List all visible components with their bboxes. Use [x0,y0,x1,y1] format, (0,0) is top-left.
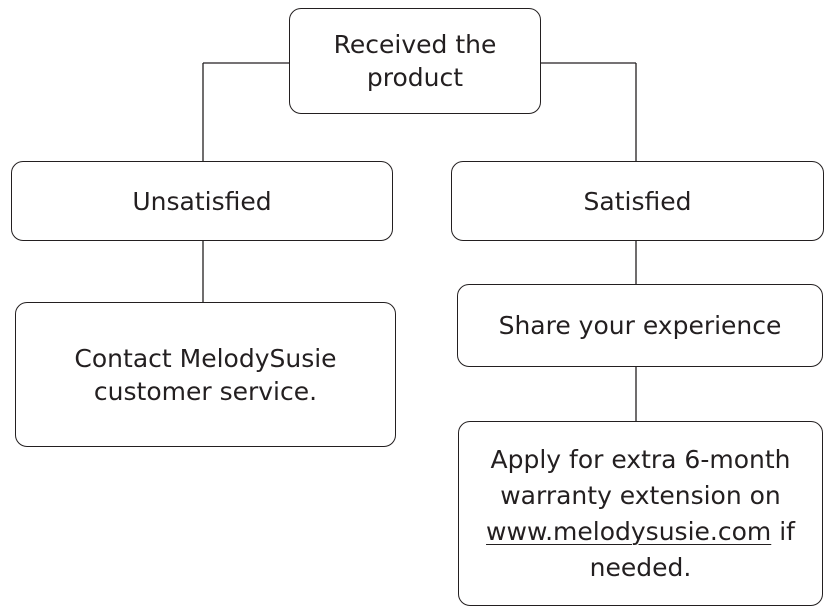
node-apply-warranty: Apply for extra 6-month warranty extensi… [458,421,823,606]
node-received-product: Received the product [289,8,541,114]
node-share-label: Share your experience [498,311,782,340]
node-share-experience: Share your experience [457,284,823,367]
node-contact-service: Contact MelodySusie customer service. [15,302,396,447]
node-contact-line1: Contact MelodySusie [74,343,337,373]
node-satisfied-label: Satisfied [583,186,692,216]
node-apply-line1: Apply for extra 6-month [490,444,791,474]
node-root-line1: Received the [333,30,497,59]
node-apply-line2: warranty extension on [500,480,781,510]
node-contact-line2: customer service. [93,376,318,406]
node-root-line2: product [366,63,464,92]
node-unsatisfied: Unsatisfied [11,161,393,241]
node-satisfied: Satisfied [451,161,824,241]
node-unsatisfied-label: Unsatisfied [132,186,272,216]
node-apply-after-link: if [771,516,795,546]
website-link[interactable]: www.melodysusie.com [486,516,772,546]
node-apply-line4: needed. [589,552,692,582]
